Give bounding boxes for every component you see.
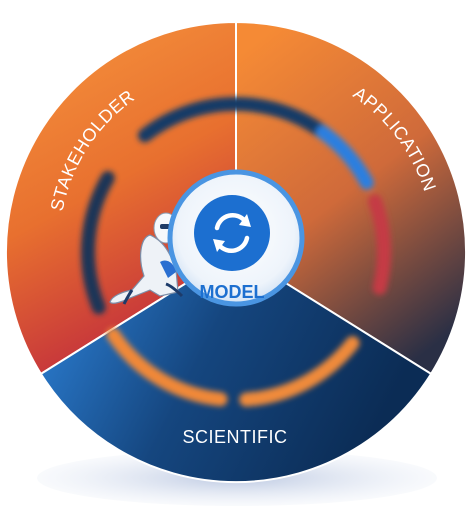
scientific-label: SCIENTIFIC (182, 427, 287, 447)
refresh-cycle-icon (213, 212, 251, 254)
inner-arc-top-right (316, 125, 374, 190)
inner-arc-bottom-right (239, 336, 360, 407)
model-label: MODEL (200, 282, 265, 302)
center-icon-disc (194, 195, 270, 271)
inner-arc-right (368, 194, 391, 295)
inner-arc-left (81, 171, 115, 315)
inner-arc-bottom-left (106, 327, 228, 407)
model-badge: MODEL (167, 169, 305, 307)
inner-arc-top (137, 97, 330, 143)
inner-ring (81, 97, 391, 407)
segment-scientific (39, 250, 433, 484)
